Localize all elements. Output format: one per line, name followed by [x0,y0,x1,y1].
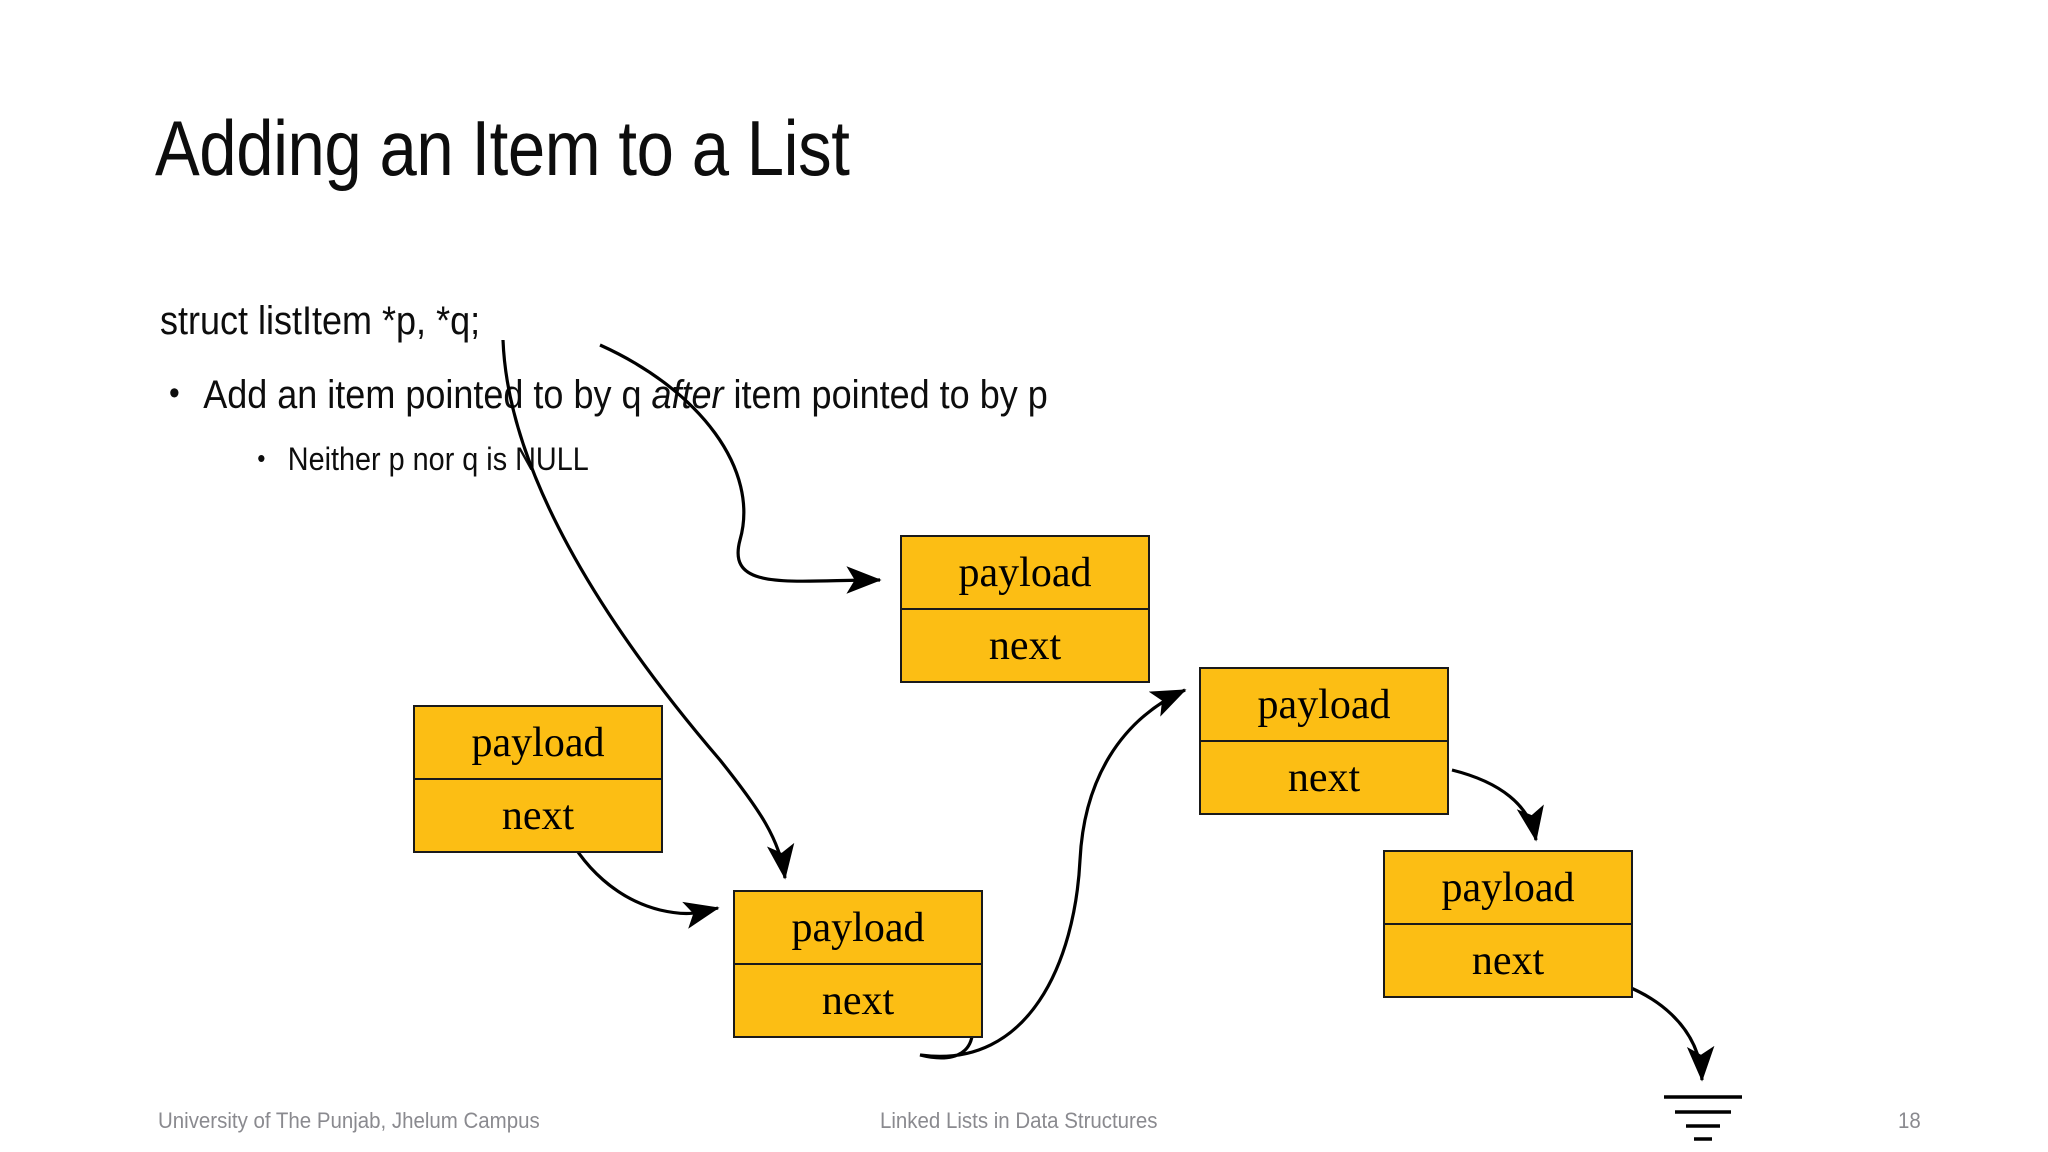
bullet-text: Neither p nor q is NULL [287,441,589,477]
body-text-block: struct listItem *p, *q; • Add an item po… [160,295,1560,481]
node-field-next: next [988,622,1062,669]
page-title: Adding an Item to a List [155,104,850,192]
list-node[interactable]: payload next [1199,667,1449,815]
node-field-payload: payload [1385,852,1631,925]
list-node[interactable]: payload next [900,535,1150,683]
footer-institution: University of The Punjab, Jhelum Campus [158,1108,540,1133]
list-node[interactable]: payload next [413,705,663,853]
footer-page-number: 18 [1898,1108,1921,1133]
bullet-marker-icon: • [169,374,180,412]
node-field-next: next [1471,937,1545,984]
footer-topic: Linked Lists in Data Structures [880,1108,1158,1133]
node-field-next: next [501,792,575,839]
bullet-item-primary: • Add an item pointed to by q after item… [160,369,1420,421]
list-node[interactable]: payload next [1383,850,1633,998]
node-field-next: next [1287,754,1361,801]
node-field-payload: payload [415,707,661,780]
link-arrow-thirdnode-to-fourthnode [1451,768,1544,842]
bullet-text-italic: after [651,373,724,417]
node-field-payload: payload [735,892,981,965]
node-field-payload: payload [1201,669,1447,742]
code-declaration-line: struct listItem *p, *q; [160,299,481,343]
list-node[interactable]: payload next [733,890,983,1038]
bullet-text-after: item pointed to by p [723,373,1048,417]
bullet-marker-icon: • [257,443,266,473]
bullet-item-secondary: • Neither p nor q is NULL [250,439,1429,481]
bullet-text-before: Add an item pointed to by q [203,373,652,417]
node-field-next: next [821,977,895,1024]
node-field-payload: payload [902,537,1148,610]
null-ground-icon [1664,1095,1742,1141]
